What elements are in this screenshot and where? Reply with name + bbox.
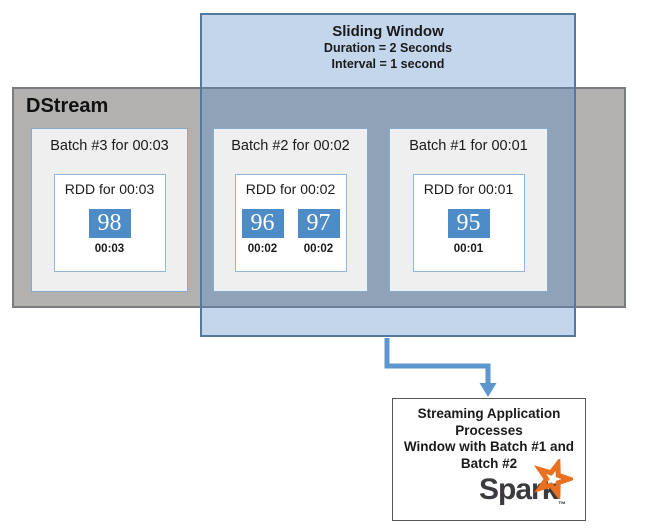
batch-1-title: Batch #1 for 00:01 (409, 138, 528, 154)
streaming-app-line: Batch #2 (460, 455, 518, 471)
sliding-window-duration: Duration = 2 Seconds (323, 41, 453, 55)
rdd-2-title: RDD for 00:02 (245, 181, 336, 197)
rdd-cell-time: 00:02 (303, 243, 334, 255)
rdd-cell-group: 95 00:01 (447, 209, 490, 255)
rdd-2-cells: 96 00:02 97 00:02 (236, 209, 346, 255)
streaming-app-text: Streaming Application Processes Window w… (393, 399, 585, 472)
rdd-3-title: RDD for 00:03 (64, 181, 155, 197)
window-to-app-arrow (384, 338, 497, 397)
rdd-1-box: RDD for 00:01 95 00:01 (412, 174, 525, 272)
rdd-cell-time: 00:02 (247, 243, 278, 255)
batch-1-box: Batch #1 for 00:01 RDD for 00:01 95 00:0… (389, 128, 548, 292)
batch-3-box: Batch #3 for 00:03 RDD for 00:03 98 00:0… (31, 128, 188, 292)
sliding-window-interval: Interval = 1 second (331, 57, 445, 71)
rdd-cell-group: 97 00:02 (297, 209, 340, 255)
batch-2-box: Batch #2 for 00:02 RDD for 00:02 96 00:0… (213, 128, 368, 292)
batch-3-title: Batch #3 for 00:03 (50, 138, 169, 154)
spark-trademark: ™ (558, 500, 566, 509)
batch-2-title: Batch #2 for 00:02 (231, 138, 350, 154)
dstream-label: DStream (26, 95, 109, 117)
rdd-cell-group: 96 00:02 (241, 209, 284, 255)
rdd-1-cells: 95 00:01 (414, 209, 524, 255)
rdd-1-title: RDD for 00:01 (423, 181, 514, 197)
rdd-3-cells: 98 00:03 (55, 209, 165, 255)
sliding-window-title: Sliding Window (332, 23, 444, 40)
streaming-app-line: Processes (455, 422, 523, 438)
streaming-app-box: Streaming Application Processes Window w… (392, 398, 586, 521)
rdd-cell-group: 98 00:03 (88, 209, 131, 255)
rdd-cell-time: 00:03 (94, 243, 125, 255)
spark-star-icon (533, 459, 573, 499)
rdd-cell-value: 95 (447, 209, 490, 238)
rdd-cell-value: 97 (297, 209, 340, 238)
rdd-cell-value: 98 (88, 209, 131, 238)
rdd-cell-value: 96 (241, 209, 284, 238)
streaming-app-line: Window with Batch #1 and (403, 439, 575, 454)
rdd-2-box: RDD for 00:02 96 00:02 97 00:02 (234, 174, 347, 272)
streaming-app-line: Streaming Application (417, 406, 561, 421)
rdd-cell-time: 00:01 (453, 243, 484, 255)
rdd-3-box: RDD for 00:03 98 00:03 (53, 174, 166, 272)
